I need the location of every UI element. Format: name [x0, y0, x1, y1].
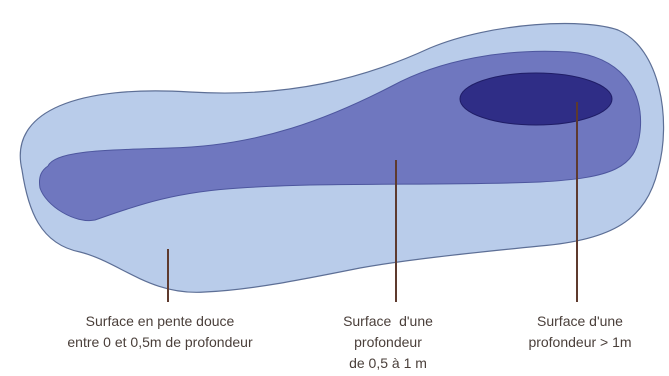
label-medium-zone: Surface d'une profondeur de 0,5 à 1 m [318, 311, 458, 374]
label-medium-line2: profondeur [318, 332, 458, 353]
label-shallow-line1: Surface en pente douce [24, 311, 296, 332]
deep-zone [460, 73, 612, 125]
label-medium-line3: de 0,5 à 1 m [318, 353, 458, 374]
label-deep-zone: Surface d'une profondeur > 1m [500, 311, 660, 353]
label-deep-line1: Surface d'une [500, 311, 660, 332]
label-deep-line2: profondeur > 1m [500, 332, 660, 353]
label-shallow-line2: entre 0 et 0,5m de profondeur [24, 332, 296, 353]
label-medium-line1: Surface d'une [318, 311, 458, 332]
label-shallow-zone: Surface en pente douce entre 0 et 0,5m d… [24, 311, 296, 353]
